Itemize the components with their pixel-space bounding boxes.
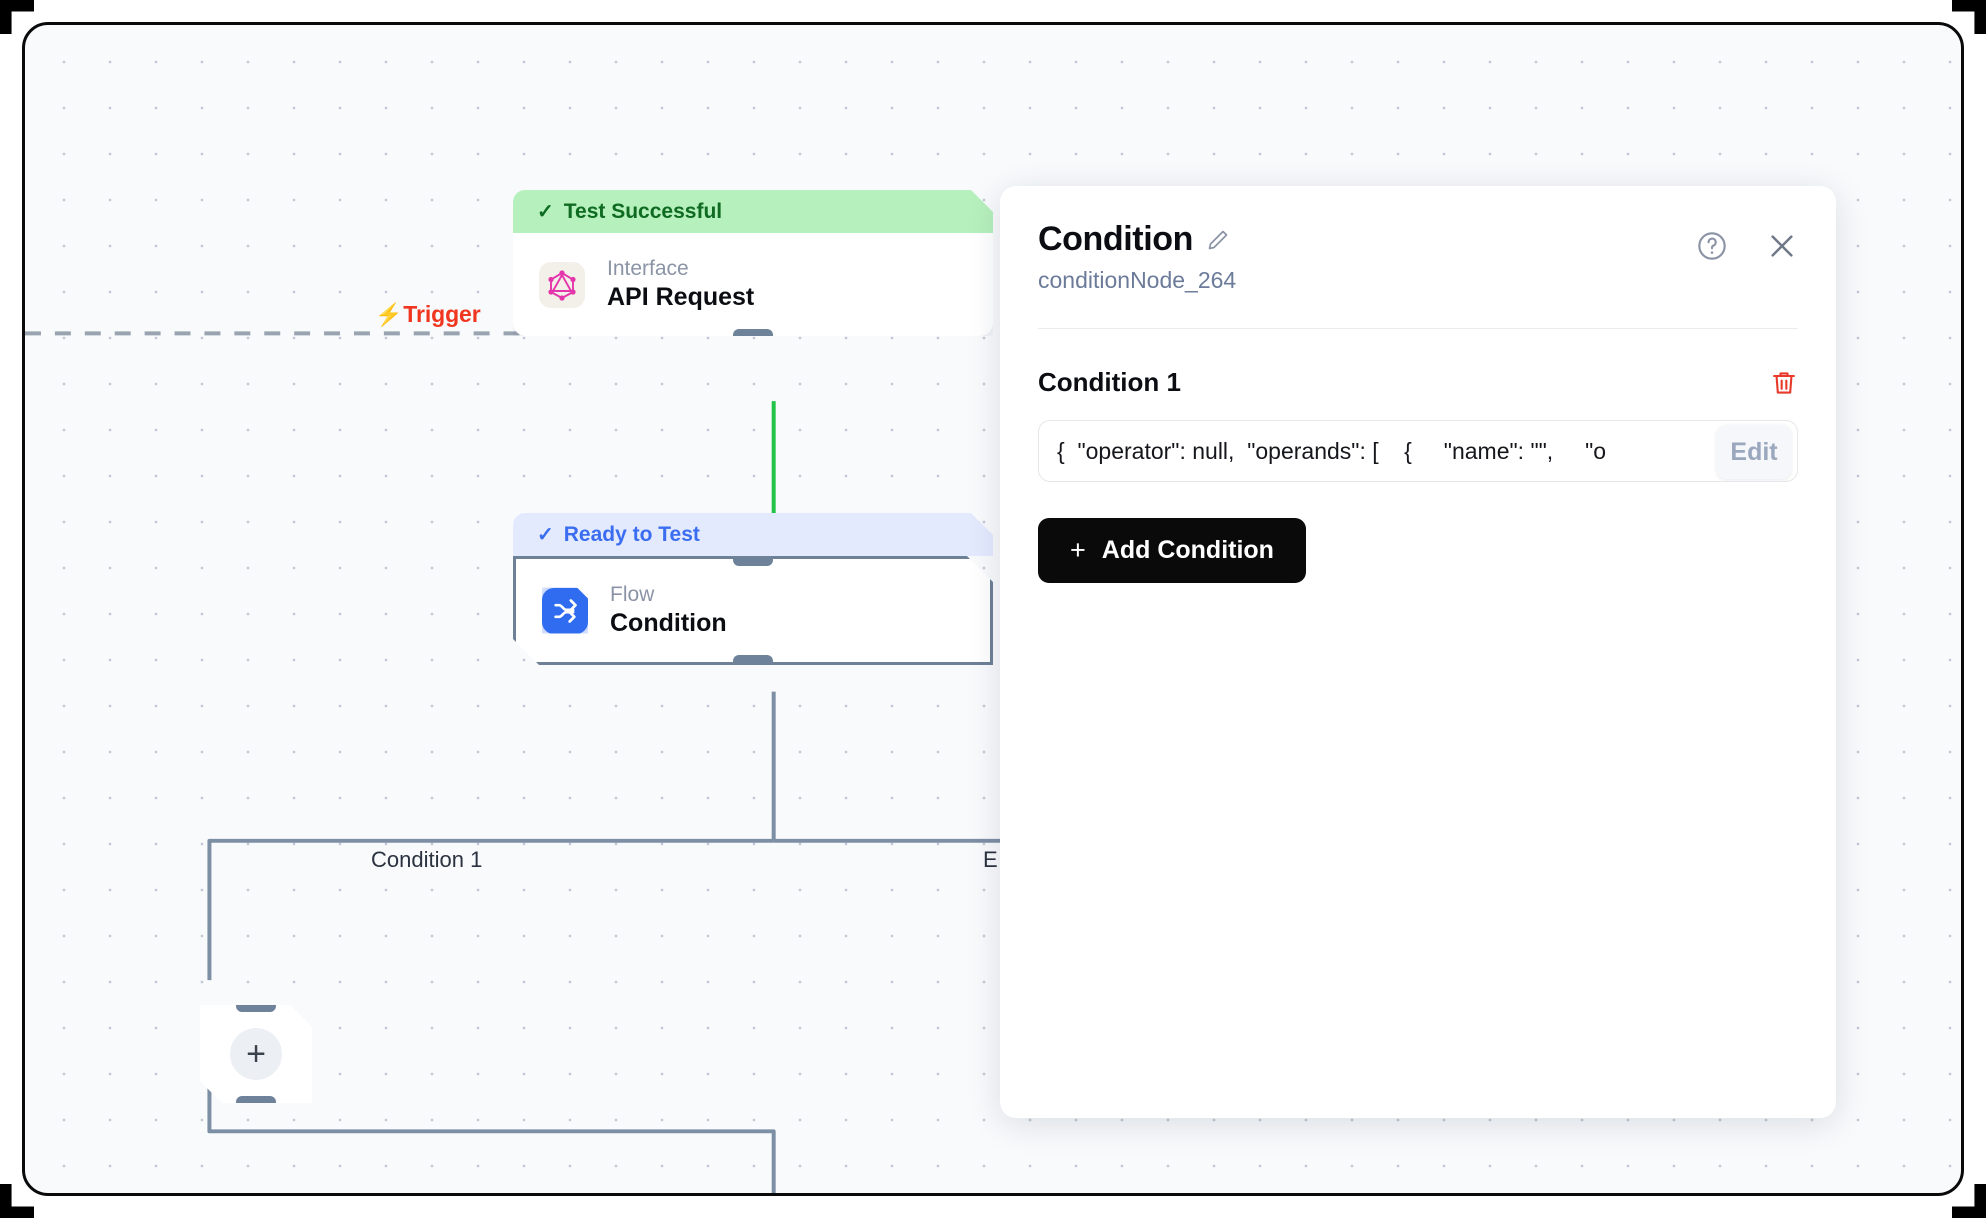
node-handle-top[interactable]: [733, 553, 773, 566]
help-circle-icon[interactable]: [1696, 230, 1728, 262]
crop-marker-top-right: [1952, 0, 1986, 34]
node-status-api-request: ✓ Test Successful: [513, 190, 993, 233]
node-title-label: API Request: [607, 283, 755, 311]
edit-button[interactable]: Edit: [1717, 425, 1791, 479]
add-node-handle-bottom[interactable]: [236, 1096, 276, 1109]
panel-header: Condition conditionNode_264: [1038, 220, 1798, 294]
add-condition-button[interactable]: + Add Condition: [1038, 518, 1306, 583]
check-icon: ✓: [537, 524, 554, 546]
edge-label-else[interactable]: E: [977, 847, 1004, 873]
panel-divider: [1038, 328, 1798, 329]
crop-marker-bottom-right: [1952, 1184, 1986, 1218]
add-node-handle-top[interactable]: [236, 999, 276, 1012]
node-handle-bottom[interactable]: [733, 329, 773, 336]
node-handle-bottom[interactable]: [733, 655, 773, 668]
flow-branch-icon: [542, 588, 588, 634]
plus-icon: +: [1070, 535, 1086, 565]
close-icon[interactable]: [1766, 230, 1798, 262]
edge-condition-branch-1: [207, 838, 774, 981]
node-status-label: Test Successful: [563, 199, 723, 223]
node-status-condition: ✓ Ready to Test: [513, 513, 993, 556]
pencil-icon[interactable]: [1205, 227, 1231, 253]
add-node-plus-icon[interactable]: +: [230, 1028, 282, 1080]
condition-1-label: Condition 1: [1038, 367, 1181, 397]
panel-title-row: Condition: [1038, 220, 1798, 259]
node-status-label: Ready to Test: [563, 522, 700, 546]
panel-actions: [1696, 230, 1798, 262]
graphql-icon: [539, 261, 585, 308]
node-body-condition[interactable]: Flow Condition: [513, 556, 993, 665]
edge-label-condition-1[interactable]: Condition 1: [365, 847, 489, 873]
node-condition[interactable]: ✓ Ready to Test Flow Condition: [513, 513, 993, 665]
add-node-card[interactable]: +: [200, 1005, 312, 1103]
node-body-api-request[interactable]: Interface API Request: [513, 233, 993, 336]
condition-details-panel: Condition conditionNode_264: [1000, 186, 1836, 1118]
node-api-request[interactable]: ✓ Test Successful: [513, 190, 993, 336]
condition-json-field[interactable]: { "operator": null, "operands": [ { "nam…: [1038, 420, 1798, 482]
add-condition-label: Add Condition: [1101, 536, 1274, 564]
node-text-api-request: Interface API Request: [607, 257, 754, 312]
page-title: Condition: [1038, 220, 1194, 258]
trash-icon[interactable]: [1770, 368, 1798, 398]
panel-subtitle: conditionNode_264: [1038, 267, 1237, 293]
condition-1-row: Condition 1: [1038, 367, 1798, 398]
node-text-condition: Flow Condition: [610, 583, 727, 638]
lightning-bolt-icon: ⚡: [375, 301, 403, 327]
node-kind-label: Flow: [610, 583, 655, 606]
trigger-text: Trigger: [403, 301, 481, 327]
node-kind-label: Interface: [607, 257, 689, 280]
check-icon: ✓: [537, 201, 554, 223]
crop-marker-bottom-left: [0, 1184, 34, 1218]
node-title-label: Condition: [610, 609, 727, 637]
condition-json-value: { "operator": null, "operands": [ { "nam…: [1057, 437, 1607, 464]
trigger-label: ⚡ Trigger: [375, 301, 481, 328]
